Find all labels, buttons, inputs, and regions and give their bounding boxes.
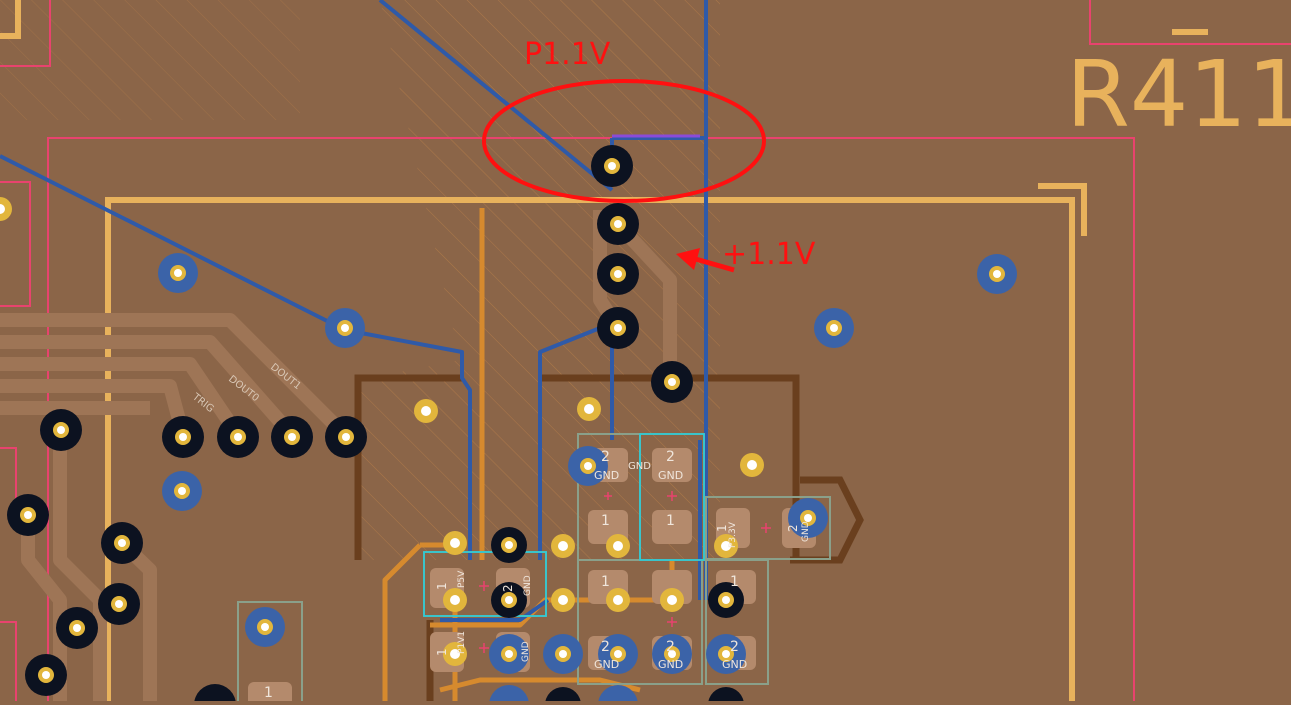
- pad-number: 1: [730, 574, 739, 590]
- via: [740, 453, 764, 477]
- annotation-plus11v-label: +1.1V: [722, 237, 816, 272]
- anchor-crosses: [479, 491, 771, 653]
- via: [25, 654, 67, 696]
- via: [325, 416, 367, 458]
- pad-net: GND: [594, 658, 619, 671]
- via: [977, 254, 1017, 294]
- vias-plain[interactable]: [0, 197, 764, 666]
- pad-number: 2: [601, 639, 610, 655]
- light-tracks: [0, 210, 677, 701]
- annotation-p11v-label: P1.1V: [524, 37, 611, 72]
- via: [591, 145, 633, 187]
- via: [491, 582, 527, 618]
- via: [491, 527, 527, 563]
- via: [325, 308, 365, 348]
- pad-number: 2: [730, 639, 739, 655]
- pad-net: GND: [523, 575, 533, 596]
- footprint-highlight: [423, 433, 705, 617]
- via: [606, 588, 630, 612]
- via: [40, 409, 82, 451]
- pad-net: GND: [658, 658, 683, 671]
- via: [194, 684, 236, 705]
- pad-number: 1: [264, 685, 273, 701]
- pad-number: 2: [666, 449, 675, 465]
- via: [0, 197, 12, 221]
- via: [814, 308, 854, 348]
- pad-net: GND: [722, 658, 747, 671]
- vias-blue[interactable]: [158, 253, 1017, 705]
- via: [489, 685, 529, 705]
- via: [98, 583, 140, 625]
- via: [7, 494, 49, 536]
- via: [162, 471, 202, 511]
- via: [162, 416, 204, 458]
- via: [101, 522, 143, 564]
- via: [489, 634, 529, 674]
- pad-number: 2: [601, 449, 610, 465]
- mask-outlines: [354, 374, 864, 701]
- via: [414, 399, 438, 423]
- pad-number: 2: [501, 584, 515, 592]
- via: [706, 634, 746, 674]
- pad-number: 1: [666, 513, 675, 529]
- via: [158, 253, 198, 293]
- via: [56, 607, 98, 649]
- ref-r411-label: R411: [1066, 41, 1291, 148]
- pad-net: GND: [801, 521, 811, 542]
- via: [551, 534, 575, 558]
- pad-number: 1: [601, 513, 610, 529]
- via: [577, 397, 601, 421]
- annotation-ellipse: [482, 79, 766, 203]
- via: [271, 416, 313, 458]
- via: [652, 634, 692, 674]
- via: [551, 588, 575, 612]
- via: [660, 588, 684, 612]
- via: [606, 534, 630, 558]
- pad-net: GND: [594, 469, 619, 482]
- pad-number: 1: [715, 524, 729, 532]
- via: [708, 582, 744, 618]
- pad-labels: 2 GND GND 2 GND 1 1 P3.3V 1 2 GND 1 P5V …: [264, 449, 811, 701]
- via: [543, 634, 583, 674]
- via: [788, 498, 828, 538]
- pad-number: 2: [786, 524, 800, 532]
- via: [597, 307, 639, 349]
- pad-net: GND: [521, 641, 531, 662]
- pad-net: P1V1: [457, 631, 467, 654]
- vias-black[interactable]: [7, 145, 744, 705]
- via: [217, 416, 259, 458]
- via: [597, 253, 639, 295]
- via: [598, 634, 638, 674]
- pad-net: GND: [628, 461, 651, 472]
- pad-number: 2: [666, 639, 675, 655]
- pad-net: P3.3V: [728, 521, 738, 548]
- via: [651, 361, 693, 403]
- via: [443, 588, 467, 612]
- via: [443, 642, 467, 666]
- pad-number: 1: [435, 648, 449, 656]
- pad-number: 1: [601, 574, 610, 590]
- via: [598, 685, 638, 705]
- annotation-arrow: [676, 248, 735, 273]
- pad-number: 1: [435, 582, 449, 590]
- pad-net: P5V: [457, 570, 467, 588]
- via: [568, 446, 608, 486]
- via: [714, 534, 738, 558]
- via: [245, 607, 285, 647]
- via: [443, 531, 467, 555]
- pad-net: GND: [658, 469, 683, 482]
- copper-zone-hatch-2: [0, 0, 300, 120]
- via: [597, 203, 639, 245]
